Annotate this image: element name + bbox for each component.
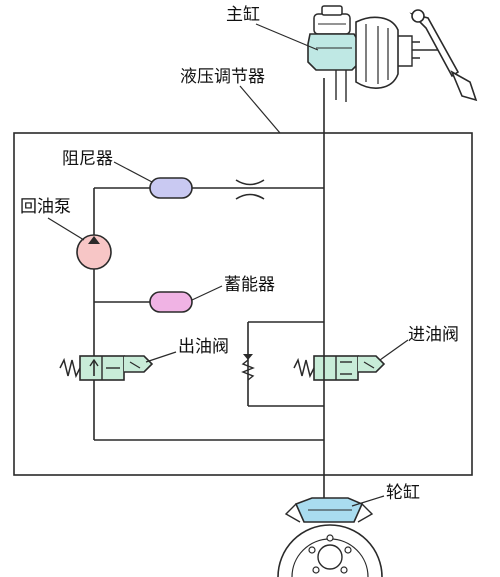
- leader-master-cylinder: [255, 23, 319, 51]
- brake-booster: [355, 16, 399, 89]
- orifice-symbol: [235, 179, 265, 200]
- leader-hydraulic-modulator: [239, 85, 281, 134]
- return-pump: [76, 234, 112, 270]
- label-inlet-valve: 进油阀: [408, 325, 459, 345]
- label-accumulator: 蓄能器: [224, 275, 275, 295]
- leader-return-pump: [47, 217, 85, 241]
- outlet-valve: [59, 355, 154, 381]
- accumulator: [149, 291, 193, 313]
- hydraulic-modulator-box: [13, 132, 473, 476]
- label-outlet-valve: 出油阀: [178, 337, 229, 357]
- label-wheel-cylinder: 轮缸: [386, 482, 420, 503]
- inlet-valve: [293, 355, 386, 381]
- label-hydraulic-modulator: 液压调节器: [180, 67, 265, 87]
- leader-damper: [113, 161, 153, 183]
- leader-outlet-valve: [145, 351, 177, 363]
- label-damper: 阻尼器: [62, 149, 113, 169]
- leader-inlet-valve: [379, 339, 409, 361]
- leader-wheel-cylinder: [351, 495, 385, 507]
- wheel-brake-assembly: [277, 497, 383, 577]
- brake-pedal: [409, 12, 460, 78]
- leader-accumulator: [191, 285, 223, 301]
- damper: [149, 177, 193, 199]
- master-cylinder: [307, 33, 361, 71]
- master-cylinder-assembly: [307, 5, 478, 102]
- label-master-cylinder: 主缸: [226, 4, 260, 25]
- label-return-pump: 回油泵: [20, 197, 71, 217]
- check-valve: [241, 354, 255, 381]
